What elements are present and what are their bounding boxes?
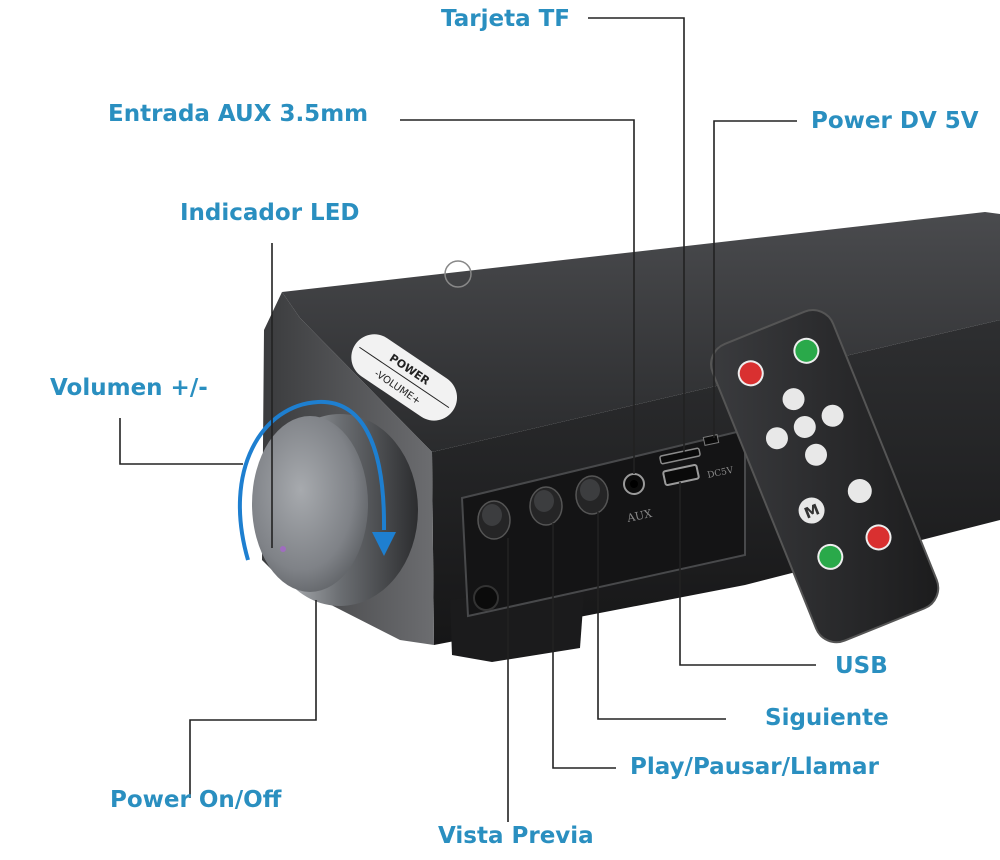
knob-face xyxy=(252,416,368,592)
remote-body xyxy=(710,309,940,644)
remote-power-icon[interactable] xyxy=(735,358,766,389)
remote-prev-icon[interactable] xyxy=(763,424,792,453)
remote-volume-down-icon[interactable] xyxy=(802,440,831,469)
volume-knob[interactable] xyxy=(252,414,418,606)
label-usb: USB xyxy=(835,653,888,679)
leader-volume xyxy=(119,418,243,465)
remote-control: M xyxy=(710,309,940,644)
leader-dc xyxy=(713,120,797,438)
remote-volume-up-icon[interactable] xyxy=(779,385,808,414)
label-power-dc: Power DV 5V xyxy=(811,108,979,134)
leader-lines xyxy=(119,17,816,822)
soundbar-top-face xyxy=(282,212,1000,452)
volume-rotation-arrow-icon xyxy=(238,399,396,561)
tf-card-slot[interactable] xyxy=(659,447,701,465)
remote-mode-button[interactable] xyxy=(795,494,829,528)
brand-logo-icon xyxy=(444,260,472,288)
label-led-indicator: Indicador LED xyxy=(180,200,360,226)
remote-mode-label: M xyxy=(802,500,823,522)
led-indicator-icon xyxy=(280,546,286,552)
leader-tf xyxy=(588,17,685,452)
remote-answer-call-icon[interactable] xyxy=(815,541,846,572)
remote-next-icon[interactable] xyxy=(818,401,847,430)
remote-card-icon[interactable] xyxy=(844,475,875,506)
dc-port[interactable] xyxy=(702,434,720,446)
leader-usb xyxy=(679,482,816,666)
side-port xyxy=(473,585,499,611)
remote-play-icon[interactable] xyxy=(790,413,819,442)
label-volume: Volumen +/- xyxy=(50,375,208,401)
label-next: Siguiente xyxy=(765,705,889,731)
prev-button[interactable] xyxy=(477,500,511,540)
aux-marking: AUX xyxy=(625,507,653,525)
remote-hangup-call-icon[interactable] xyxy=(863,522,894,553)
usb-port[interactable] xyxy=(662,463,700,487)
remote-mute-icon[interactable] xyxy=(791,335,822,366)
label-tf-card: Tarjeta TF xyxy=(441,6,570,32)
leader-aux xyxy=(400,119,635,474)
aux-jack[interactable] xyxy=(623,473,645,495)
leader-next xyxy=(597,512,726,720)
label-play-pause-call: Play/Pausar/Llamar xyxy=(630,754,879,780)
label-aux-input: Entrada AUX 3.5mm xyxy=(108,101,369,127)
leader-power xyxy=(189,600,317,798)
label-previous: Vista Previa xyxy=(438,823,594,849)
next-button[interactable] xyxy=(575,475,609,515)
play-pause-button[interactable] xyxy=(529,486,563,526)
label-power-onoff: Power On/Off xyxy=(110,787,282,813)
leader-play xyxy=(552,523,616,769)
